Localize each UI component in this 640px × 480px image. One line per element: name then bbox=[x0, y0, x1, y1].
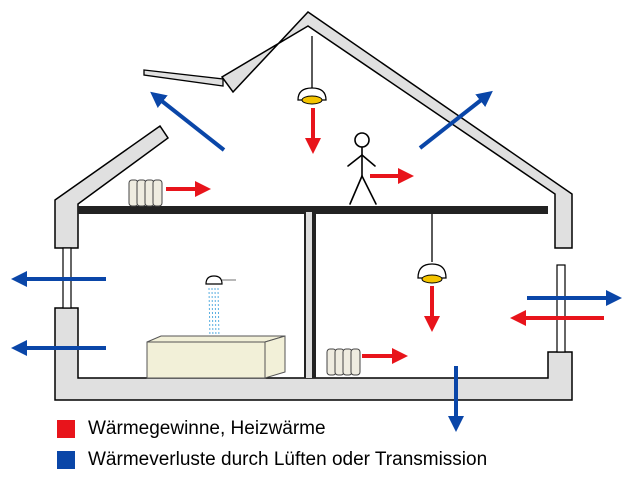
roof-window-icon bbox=[143, 69, 224, 87]
water-stream bbox=[217, 287, 220, 341]
heat-gain-arrows bbox=[166, 108, 604, 364]
person-left-leg bbox=[349, 175, 363, 205]
loss-arrow-roof-hatch bbox=[150, 91, 226, 152]
house-shell bbox=[54, 11, 573, 401]
water-stream bbox=[208, 287, 211, 341]
house-left-lower-wall bbox=[54, 307, 573, 401]
legend-item-gain: Wärmegewinne, Heizwärme bbox=[57, 414, 617, 444]
person-icon bbox=[347, 132, 377, 205]
shower-head bbox=[205, 275, 223, 285]
legend-label-gain: Wärmegewinne, Heizwärme bbox=[88, 418, 326, 439]
shower-head-icon bbox=[205, 275, 236, 341]
window-right-pane bbox=[556, 264, 566, 353]
legend-label-loss: Wärmeverluste durch Lüften oder Transmis… bbox=[88, 449, 488, 470]
bathtub-top bbox=[146, 335, 286, 343]
water-stream bbox=[211, 287, 214, 341]
person-right-arm bbox=[361, 154, 376, 167]
lamp-bulb bbox=[421, 274, 443, 284]
radiator-fin bbox=[152, 179, 163, 207]
ceiling-lamp-icon bbox=[417, 214, 447, 284]
bathtub-icon bbox=[146, 335, 286, 379]
house-walls-and-roof bbox=[220, 11, 573, 249]
attic-floor-beam bbox=[78, 206, 548, 214]
radiator-icon bbox=[128, 179, 163, 207]
person-right-leg bbox=[361, 175, 377, 205]
lamp-bulb bbox=[301, 95, 323, 105]
bathtub-front bbox=[146, 341, 266, 379]
roof-hatch-flap bbox=[143, 69, 224, 87]
shower-water bbox=[208, 287, 220, 341]
legend-item-loss: Wärmeverluste durch Lüften oder Transmis… bbox=[57, 445, 617, 475]
heat-loss-arrows bbox=[11, 90, 622, 432]
legend-swatch-gain bbox=[57, 420, 75, 438]
radiator-icon bbox=[326, 348, 361, 376]
person-left-arm bbox=[347, 154, 363, 167]
window-right bbox=[556, 264, 566, 353]
interior-partition-core bbox=[306, 212, 312, 378]
loss-arrow-roof-transmission bbox=[418, 90, 493, 150]
radiator-fin bbox=[350, 348, 361, 376]
ceiling-lamp-icon bbox=[297, 36, 327, 105]
legend-swatch-loss bbox=[57, 451, 75, 469]
lamp-shade bbox=[417, 263, 447, 279]
house-left-roof bbox=[54, 124, 170, 249]
bathtub-side bbox=[264, 335, 286, 379]
water-stream bbox=[214, 287, 217, 341]
person-head bbox=[354, 132, 370, 148]
